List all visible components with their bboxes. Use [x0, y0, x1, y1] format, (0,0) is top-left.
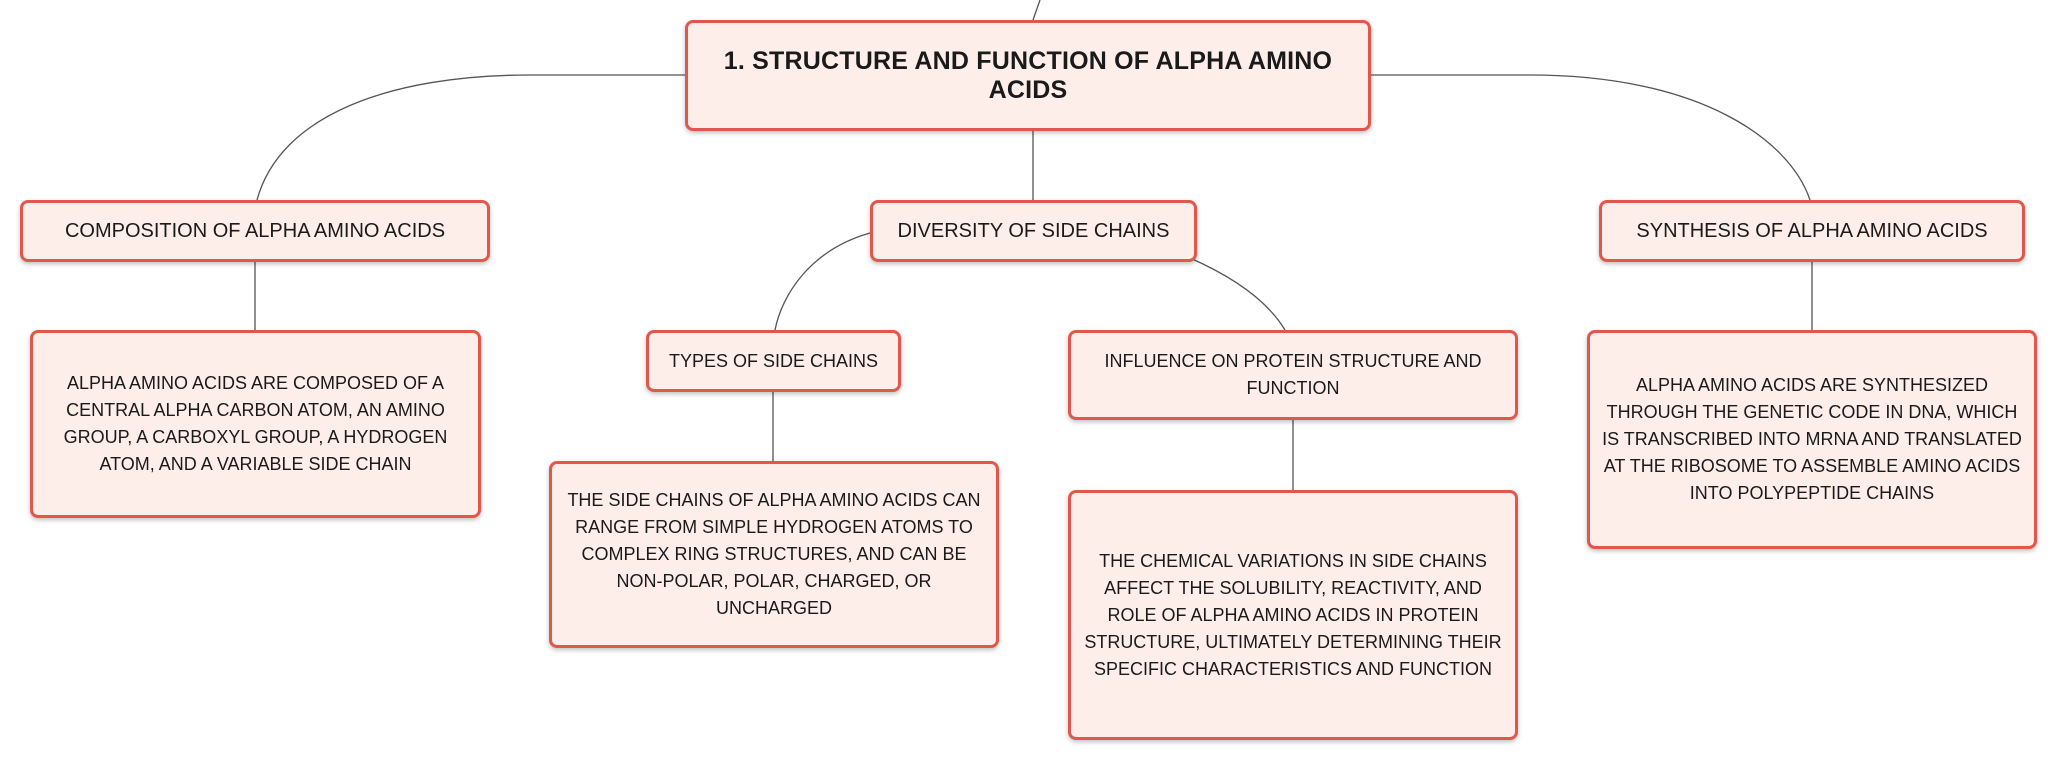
topic-diversity[interactable]: DIVERSITY OF SIDE CHAINS — [870, 200, 1197, 262]
detail-influence-on-protein[interactable]: THE CHEMICAL VARIATIONS IN SIDE CHAINS A… — [1068, 490, 1518, 740]
connector-diversity-to-influence — [1189, 257, 1286, 331]
subtopic-influence-label: INFLUENCE ON PROTEIN STRUCTURE AND FUNCT… — [1104, 351, 1482, 398]
root-node-label: 1. STRUCTURE AND FUNCTION OF ALPHA AMINO… — [723, 46, 1333, 104]
connector-parent-to-root — [1032, 0, 1041, 21]
topic-composition-label: COMPOSITION OF ALPHA AMINO ACIDS — [64, 219, 446, 242]
detail-composition[interactable]: ALPHA AMINO ACIDS ARE COMPOSED OF A CENT… — [30, 330, 481, 518]
topic-composition[interactable]: COMPOSITION OF ALPHA AMINO ACIDS — [20, 200, 490, 262]
subtopic-influence-on-protein[interactable]: INFLUENCE ON PROTEIN STRUCTURE AND FUNCT… — [1068, 330, 1518, 420]
connector-diversity-to-types — [774, 232, 871, 331]
subtopic-types-label: TYPES OF SIDE CHAINS — [668, 350, 879, 371]
detail-influence-text: THE CHEMICAL VARIATIONS IN SIDE CHAINS A… — [1084, 550, 1502, 679]
detail-types-of-side-chains[interactable]: THE SIDE CHAINS OF ALPHA AMINO ACIDS CAN… — [549, 461, 999, 648]
detail-composition-text: ALPHA AMINO ACIDS ARE COMPOSED OF A CENT… — [63, 373, 448, 474]
topic-synthesis-label: SYNTHESIS OF ALPHA AMINO ACIDS — [1636, 219, 1988, 242]
detail-synthesis[interactable]: ALPHA AMINO ACIDS ARE SYNTHESIZED THROUG… — [1587, 330, 2037, 549]
subtopic-types-of-side-chains[interactable]: TYPES OF SIDE CHAINS — [646, 330, 901, 392]
topic-diversity-label: DIVERSITY OF SIDE CHAINS — [897, 219, 1170, 242]
connector-root-to-synthesis — [1371, 74, 1811, 201]
topic-synthesis[interactable]: SYNTHESIS OF ALPHA AMINO ACIDS — [1599, 200, 2025, 262]
detail-types-text: THE SIDE CHAINS OF ALPHA AMINO ACIDS CAN… — [567, 490, 981, 618]
detail-synthesis-text: ALPHA AMINO ACIDS ARE SYNTHESIZED THROUG… — [1602, 375, 2022, 503]
connector-root-to-composition — [256, 74, 685, 201]
root-node[interactable]: 1. STRUCTURE AND FUNCTION OF ALPHA AMINO… — [685, 20, 1371, 131]
